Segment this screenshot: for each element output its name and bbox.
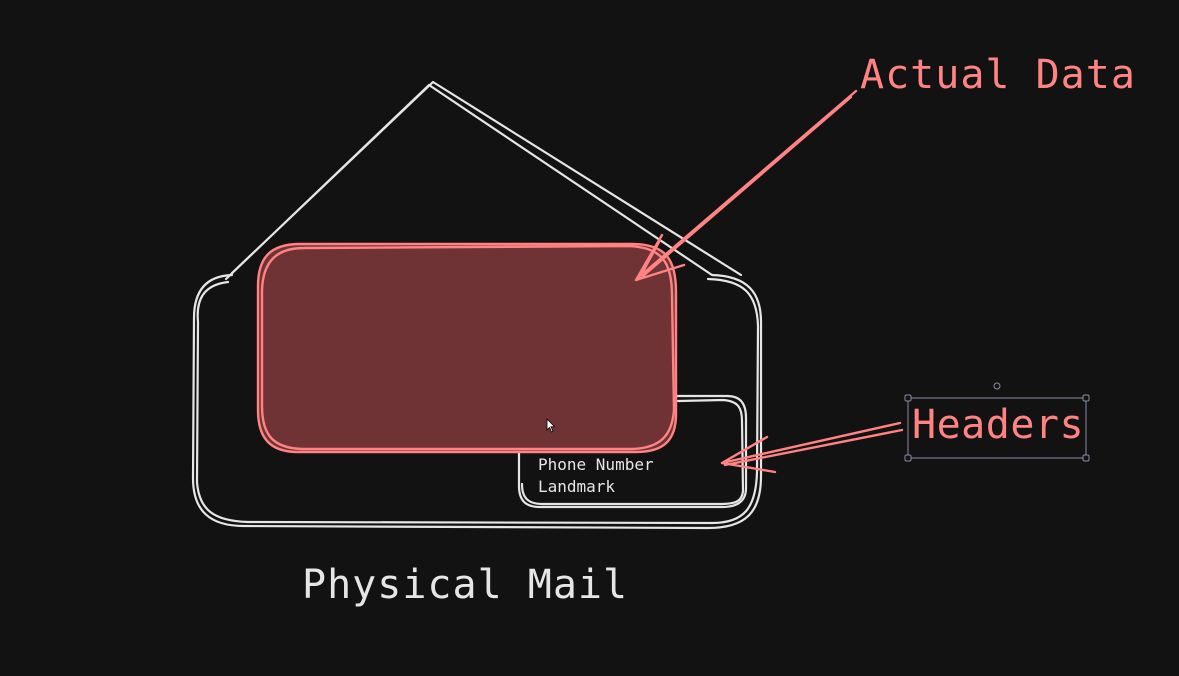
headers-box-sketch bbox=[520, 398, 745, 506]
actual-data-block bbox=[256, 242, 678, 454]
envelope-flap bbox=[224, 80, 743, 281]
mouse-cursor-icon bbox=[546, 418, 556, 433]
landmark-label: Landmark bbox=[538, 477, 616, 496]
envelope-body bbox=[191, 273, 763, 530]
physical-mail-label: Physical Mail bbox=[302, 562, 629, 608]
selection-handle-tr[interactable] bbox=[1082, 394, 1090, 402]
actual-data-label: Actual Data bbox=[860, 52, 1136, 98]
headers-arrow bbox=[720, 421, 904, 474]
selection-handle-bl[interactable] bbox=[904, 454, 912, 462]
selection-handle-tl[interactable] bbox=[904, 394, 912, 402]
envelope-body-sketch bbox=[195, 277, 760, 525]
selection-frame[interactable] bbox=[907, 397, 1087, 459]
rotation-handle[interactable] bbox=[993, 382, 1001, 390]
phone-number-label: Phone Number bbox=[538, 455, 654, 474]
headers-box bbox=[517, 394, 748, 509]
actual-data-arrow bbox=[634, 89, 858, 282]
actual-data-block-sketch bbox=[260, 244, 676, 451]
selection-handle-br[interactable] bbox=[1082, 454, 1090, 462]
headers-label[interactable]: Headers bbox=[912, 402, 1085, 448]
